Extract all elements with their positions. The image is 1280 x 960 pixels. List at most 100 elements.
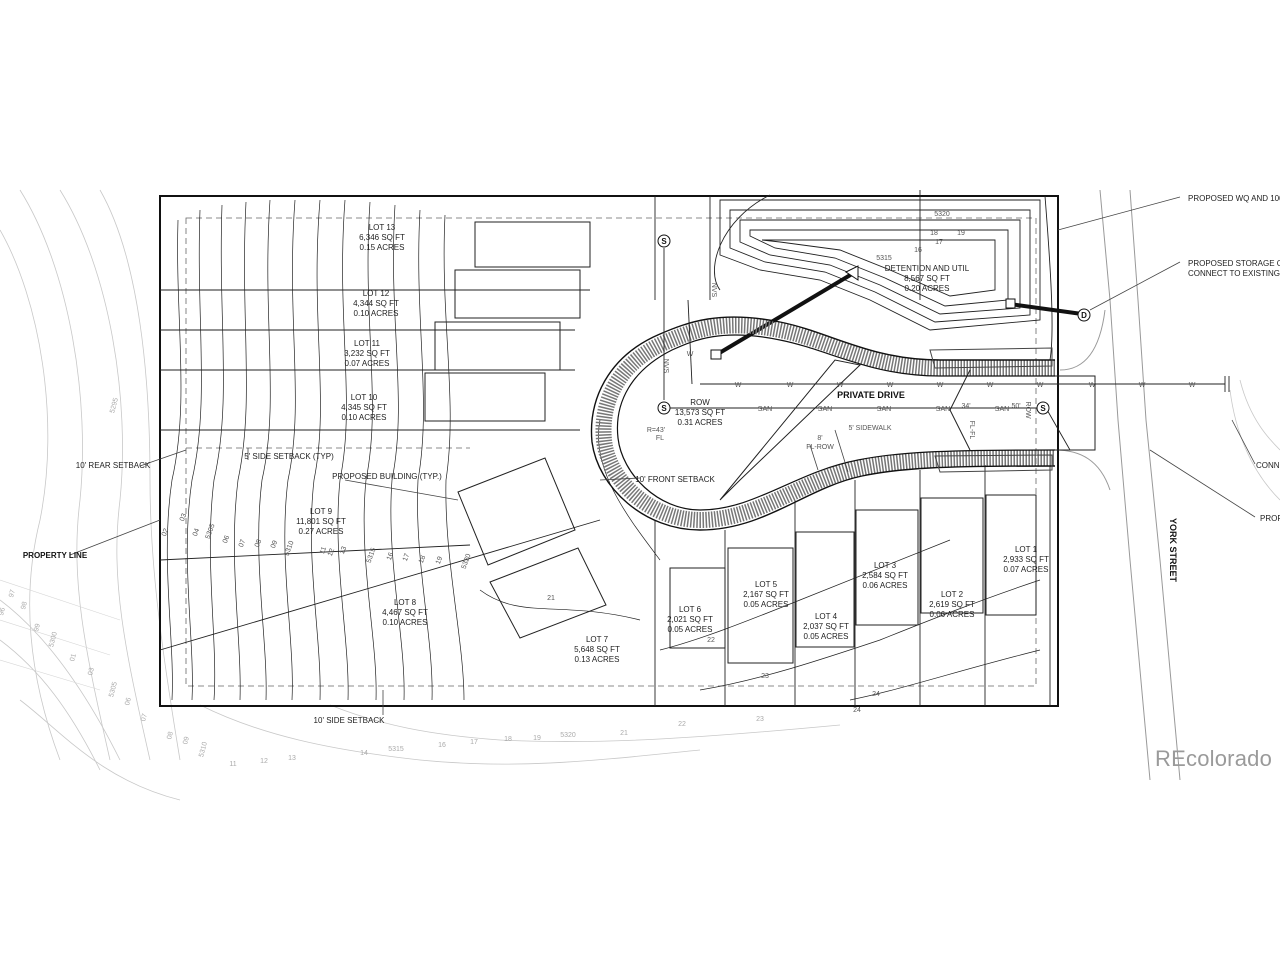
svg-text:LOT 8: LOT 8 xyxy=(394,598,417,607)
svg-text:10' SIDE SETBACK: 10' SIDE SETBACK xyxy=(314,716,386,725)
svg-text:16: 16 xyxy=(914,247,922,254)
svg-text:0.10 ACRES: 0.10 ACRES xyxy=(354,309,399,318)
svg-text:NVS: NVS xyxy=(710,283,717,298)
svg-text:5310: 5310 xyxy=(284,540,296,557)
svg-text:CONNECT: CONNECT xyxy=(1256,461,1280,470)
svg-text:S: S xyxy=(661,237,667,246)
svg-text:PROPOSED STORAGE OUTFALL: PROPOSED STORAGE OUTFALL xyxy=(1188,259,1280,268)
svg-text:0.05 ACRES: 0.05 ACRES xyxy=(744,600,789,609)
svg-text:13,573 SQ FT: 13,573 SQ FT xyxy=(675,408,725,417)
svg-text:21: 21 xyxy=(547,595,555,602)
svg-text:08: 08 xyxy=(166,731,175,740)
svg-text:14: 14 xyxy=(360,750,368,757)
svg-text:03: 03 xyxy=(179,513,188,523)
svg-text:02: 02 xyxy=(161,528,170,538)
svg-text:19: 19 xyxy=(435,556,444,566)
svg-text:13: 13 xyxy=(339,546,348,556)
svg-text:21: 21 xyxy=(620,730,628,737)
manhole-east xyxy=(1036,401,1050,415)
svg-text:2,584 SQ FT: 2,584 SQ FT xyxy=(862,571,908,580)
svg-text:W: W xyxy=(887,382,894,389)
offsite-contours-left xyxy=(0,189,1280,801)
svg-text:0.05 ACRES: 0.05 ACRES xyxy=(668,625,713,634)
svg-text:18: 18 xyxy=(418,555,427,565)
svg-text:PROPO: PROPO xyxy=(1260,514,1280,523)
svg-text:4,467 SQ FT: 4,467 SQ FT xyxy=(382,608,428,617)
proposed-buildings xyxy=(424,221,1037,664)
svg-text:50': 50' xyxy=(1011,403,1020,410)
svg-text:PROPERTY LINE: PROPERTY LINE xyxy=(23,551,88,560)
svg-text:SAN: SAN xyxy=(877,406,891,413)
svg-text:16: 16 xyxy=(386,552,395,562)
row-label: ROW 13,573 SQ FT 0.31 ACRES xyxy=(675,398,725,427)
svg-text:W: W xyxy=(735,382,742,389)
dimension-labels: R=43' FL 8' FL-ROW 5' SIDEWALK 34' FL-FL… xyxy=(647,401,1031,451)
svg-text:12: 12 xyxy=(260,758,268,765)
svg-text:07: 07 xyxy=(140,713,149,722)
offsite-hatching xyxy=(0,579,121,691)
svg-text:0.05 ACRES: 0.05 ACRES xyxy=(804,632,849,641)
lot-lot5: LOT 5 2,167 SQ FT 0.05 ACRES xyxy=(743,580,789,609)
svg-text:LOT 13: LOT 13 xyxy=(369,223,396,232)
svg-text:W: W xyxy=(1089,382,1096,389)
svg-text:08: 08 xyxy=(254,539,263,549)
svg-text:04: 04 xyxy=(192,528,201,538)
callout-texts: PROPOSED WQ AND 100YR ST PROPOSED STORAG… xyxy=(1188,194,1280,523)
svg-text:W: W xyxy=(1037,382,1044,389)
svg-text:13: 13 xyxy=(288,755,296,762)
manhole-north xyxy=(657,234,671,248)
recolorado-watermark: REcolorado xyxy=(1155,746,1272,771)
svg-text:8': 8' xyxy=(817,435,822,442)
svg-text:2,037 SQ FT: 2,037 SQ FT xyxy=(803,622,849,631)
svg-text:22: 22 xyxy=(678,721,686,728)
svg-text:09: 09 xyxy=(182,736,191,745)
svg-text:SAN: SAN xyxy=(818,406,832,413)
nvs-labels: NVS NVS xyxy=(662,283,717,374)
svg-text:8,567 SQ FT: 8,567 SQ FT xyxy=(904,274,950,283)
svg-text:S: S xyxy=(661,404,667,413)
svg-text:23: 23 xyxy=(756,716,764,723)
svg-text:17: 17 xyxy=(470,739,478,746)
svg-text:PROPOSED BUILDING (TYP.): PROPOSED BUILDING (TYP.) xyxy=(332,472,442,481)
svg-text:LOT 3: LOT 3 xyxy=(874,561,897,570)
lot-lot2: LOT 2 2,619 SQ FT 0.06 ACRES xyxy=(929,590,975,619)
svg-text:06: 06 xyxy=(222,535,231,545)
svg-text:4,345 SQ FT: 4,345 SQ FT xyxy=(341,403,387,412)
svg-text:FL-ROW: FL-ROW xyxy=(806,444,834,451)
svg-text:LOT 4: LOT 4 xyxy=(815,612,838,621)
callout-leaders xyxy=(69,196,1256,715)
svg-text:NVS: NVS xyxy=(662,359,669,374)
svg-text:98: 98 xyxy=(20,601,29,610)
svg-text:W: W xyxy=(837,382,844,389)
svg-text:LOT 6: LOT 6 xyxy=(679,605,702,614)
svg-text:24: 24 xyxy=(872,691,880,698)
svg-text:19: 19 xyxy=(957,230,965,237)
svg-text:0.15 ACRES: 0.15 ACRES xyxy=(360,243,405,252)
svg-text:SAN: SAN xyxy=(995,406,1009,413)
svg-text:03: 03 xyxy=(87,667,96,676)
svg-text:2,167 SQ FT: 2,167 SQ FT xyxy=(743,590,789,599)
svg-text:16: 16 xyxy=(438,742,446,749)
svg-text:0.20 ACRES: 0.20 ACRES xyxy=(905,284,950,293)
svg-text:97: 97 xyxy=(8,589,17,598)
svg-text:CONNECT TO EXISTING STORM: CONNECT TO EXISTING STORM xyxy=(1188,269,1280,278)
svg-text:22: 22 xyxy=(707,637,715,644)
sewer-manholes xyxy=(657,234,1091,415)
svg-text:0.13 ACRES: 0.13 ACRES xyxy=(575,655,620,664)
onsite-contours xyxy=(166,199,1041,701)
svg-text:5320: 5320 xyxy=(461,553,473,570)
water-labels: W W W W W W W W W W W xyxy=(687,351,1196,389)
svg-text:5310: 5310 xyxy=(198,741,209,758)
water-line xyxy=(687,299,1230,392)
svg-text:LOT 1: LOT 1 xyxy=(1015,545,1038,554)
cul-de-sac-sidewalk xyxy=(595,317,1056,529)
svg-text:W: W xyxy=(987,382,994,389)
lot-lot6: LOT 6 2,021 SQ FT 0.05 ACRES xyxy=(667,605,713,634)
storm-pipes xyxy=(714,272,1083,357)
svg-text:34': 34' xyxy=(961,403,970,410)
svg-text:2,933 SQ FT: 2,933 SQ FT xyxy=(1003,555,1049,564)
svg-text:19: 19 xyxy=(533,735,541,742)
svg-text:LOT 7: LOT 7 xyxy=(586,635,609,644)
svg-text:W: W xyxy=(787,382,794,389)
lot-lot10: LOT 10 4,345 SQ FT 0.10 ACRES xyxy=(341,393,387,422)
